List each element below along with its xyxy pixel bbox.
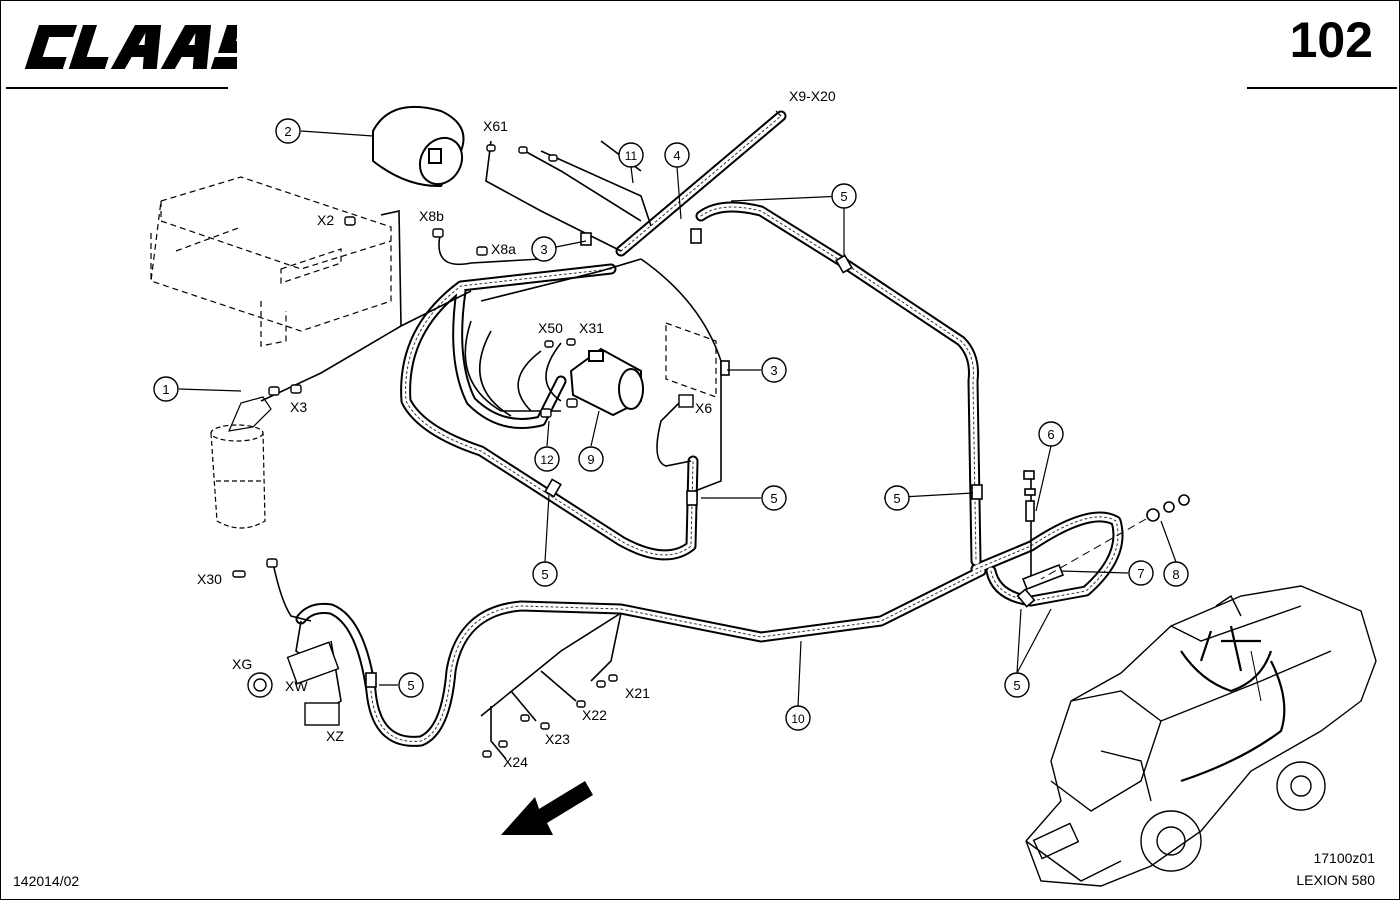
conduit-hoses xyxy=(295,110,1124,747)
bracket-and-hardware xyxy=(1021,470,1190,591)
label-x8a: X8a xyxy=(491,241,516,257)
clamps xyxy=(365,228,1036,688)
label-x24: X24 xyxy=(503,754,528,770)
callout-10: 10 xyxy=(791,712,805,726)
callout-3b: 3 xyxy=(770,363,777,378)
wires xyxy=(260,140,1062,760)
callout-8: 8 xyxy=(1172,567,1179,582)
callout-7: 7 xyxy=(1137,566,1144,581)
relay-cylinder-2 xyxy=(372,105,465,188)
header-rule-right xyxy=(1247,87,1397,89)
dashed-leaders xyxy=(1030,518,1147,580)
control-unit-outline xyxy=(665,322,717,398)
direction-arrow xyxy=(501,781,593,835)
callout-5e: 5 xyxy=(407,678,414,693)
label-x9-x20: X9-X20 xyxy=(789,88,836,104)
combine-harvester-inset xyxy=(1025,585,1377,887)
callout-5c: 5 xyxy=(893,491,900,506)
connector-labels: X9-X20 X61 X2 X8b X8a X50 X31 X3 X6 X30 … xyxy=(197,88,836,770)
label-x50: X50 xyxy=(538,320,563,336)
header-rule-left xyxy=(6,87,228,89)
callout-12: 12 xyxy=(540,453,554,467)
document-reference: 142014/02 xyxy=(13,873,80,889)
callout-6: 6 xyxy=(1047,427,1054,442)
label-x30: X30 xyxy=(197,571,222,587)
label-xz: XZ xyxy=(326,728,344,744)
label-xw: XW xyxy=(285,678,308,694)
callout-5b: 5 xyxy=(770,491,777,506)
callout-leaders xyxy=(178,110,1177,708)
battery-box-outline xyxy=(150,176,392,347)
connector-plugs xyxy=(232,144,694,758)
callout-circles xyxy=(153,118,1189,731)
label-x8b: X8b xyxy=(419,208,444,224)
callout-5d: 5 xyxy=(541,567,548,582)
label-x61: X61 xyxy=(483,118,508,134)
label-x2: X2 xyxy=(317,212,334,228)
drawing-number: 17100z01 xyxy=(1313,850,1375,866)
label-x22: X22 xyxy=(582,707,607,723)
machine-model: LEXION 580 xyxy=(1296,872,1375,888)
callout-11: 11 xyxy=(625,149,638,163)
sensor-canister-1 xyxy=(210,396,272,529)
label-x23: X23 xyxy=(545,731,570,747)
callout-3a: 3 xyxy=(540,242,547,257)
label-xg: XG xyxy=(232,656,252,672)
label-x6: X6 xyxy=(695,400,712,416)
callout-numbers: 1 2 3 3 4 5 5 5 5 5 5 6 7 8 9 10 11 12 xyxy=(162,124,1179,726)
drawing-info: 17100z01 LEXION 580 xyxy=(1296,847,1375,891)
label-x31: X31 xyxy=(579,320,604,336)
callout-4: 4 xyxy=(673,148,680,163)
callout-9: 9 xyxy=(587,452,594,467)
label-x21: X21 xyxy=(625,685,650,701)
callout-1: 1 xyxy=(162,382,169,397)
claas-logo xyxy=(24,25,237,69)
label-x3: X3 xyxy=(290,399,307,415)
page-number: 102 xyxy=(1289,12,1373,68)
starter-motor-9 xyxy=(569,347,644,417)
callout-2: 2 xyxy=(284,124,291,139)
callout-5f: 5 xyxy=(1013,678,1020,693)
callout-5a: 5 xyxy=(840,189,847,204)
